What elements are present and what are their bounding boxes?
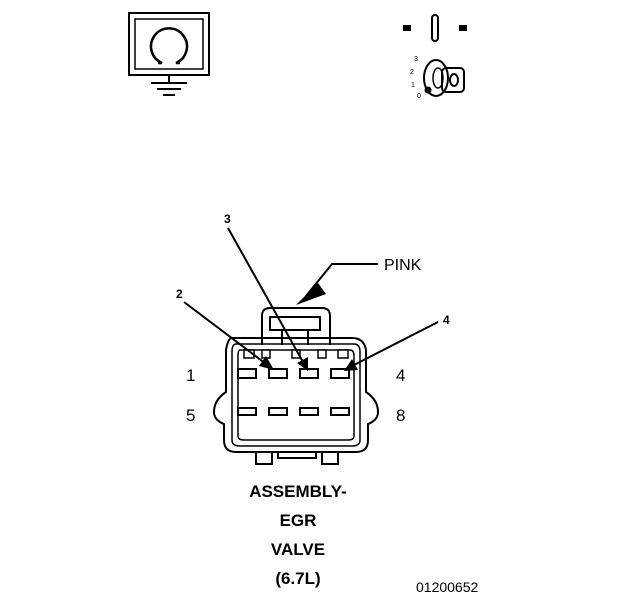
terminal-cavity-3 [299,368,319,379]
callout-4-leader [351,321,439,367]
caption-line-4: (6.7L) [275,569,321,588]
terminal-cavity-8 [330,407,350,416]
callout-3: 3 [224,212,231,226]
pin-label-top-right: 4 [396,366,406,385]
caption-line-3: VALVE [270,540,326,559]
connector-latch [261,307,331,345]
ignition-position-2: 2 [410,69,414,76]
pin-label-top-left: 1 [186,366,196,385]
caption-line-1: ASSEMBLY- [249,482,347,501]
wire-color-label: PINK [384,257,422,274]
terminal-cavity-1 [237,368,257,379]
ignition-position-0: 0 [417,93,421,100]
ignition-position-3: 3 [414,56,418,63]
figure-id: 01200652 [416,579,479,595]
caption-line-2: EGR [279,511,317,530]
terminal-cavity-6 [268,407,288,416]
wire-color-arrowhead [296,283,326,305]
ignition-position-1: 1 [411,82,415,89]
wire-color-leader [305,263,378,297]
pin-label-bottom-right: 8 [396,406,406,425]
pin-label-bottom-left: 5 [186,406,196,425]
terminal-cavity-4 [330,368,350,379]
ignition-key-off-icon [403,14,467,97]
terminal-cavity-7 [299,407,319,416]
ohmmeter-ground-icon [128,12,210,96]
callout-3-leader [227,227,304,363]
terminal-cavity-5 [237,407,257,416]
callout-2: 2 [176,287,183,301]
callout-2-leader [183,301,267,365]
connector-body [212,337,380,453]
callout-4: 4 [443,313,450,327]
terminal-cavity-2 [268,368,288,379]
